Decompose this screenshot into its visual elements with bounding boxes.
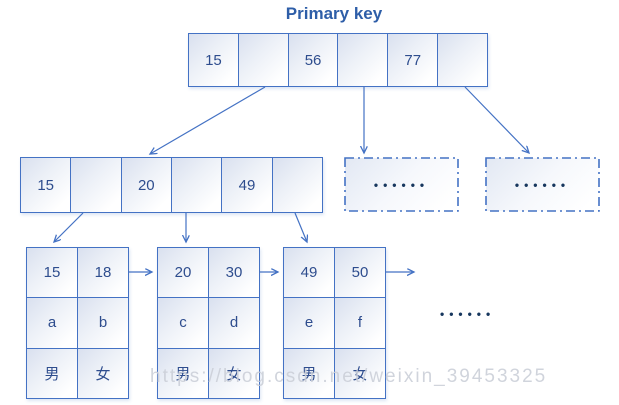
internal-cell-pointer xyxy=(170,157,222,212)
internal-cell: 15 xyxy=(20,157,71,212)
internal-cell-pointer xyxy=(70,157,121,212)
leaf-node-2: 20 30 c d 男 女 xyxy=(157,247,260,399)
diagram-title: Primary key xyxy=(285,4,383,23)
root-cell: 77 xyxy=(387,33,438,86)
leaf-value: 男 xyxy=(157,347,208,398)
leaf-node-1: 15 18 a b 男 女 xyxy=(26,247,129,399)
root-node: 15 56 77 xyxy=(188,33,488,87)
arrow-internal-to-leaf3 xyxy=(294,212,307,242)
leaf-key: 18 xyxy=(77,247,128,298)
leaf-value: 男 xyxy=(26,347,77,398)
leaf-key: 30 xyxy=(208,247,259,298)
overflow-node-left: •••••• xyxy=(345,158,458,211)
leaf-key: 15 xyxy=(26,247,77,298)
root-cell-pointer xyxy=(337,33,388,86)
root-cell: 56 xyxy=(287,33,338,86)
leaf-value: 女 xyxy=(334,347,385,398)
internal-cell: 49 xyxy=(221,157,272,212)
arrow-root-to-internal xyxy=(150,86,266,154)
leaf-value: c xyxy=(157,297,208,348)
leaf-value: 男 xyxy=(283,347,334,398)
internal-cell-pointer xyxy=(271,157,322,212)
arrow-root-to-overflow-right xyxy=(464,86,529,153)
internal-cell: 20 xyxy=(120,157,171,212)
leaf-value: 女 xyxy=(77,347,128,398)
leaf-value: f xyxy=(334,297,385,348)
leaf-key: 49 xyxy=(283,247,334,298)
ellipsis-dots: •••••• xyxy=(373,177,430,192)
ellipsis-dots: •••••• xyxy=(514,177,571,192)
leaf-value: 女 xyxy=(208,347,259,398)
root-cell: 15 xyxy=(188,33,238,86)
overflow-node-right: •••••• xyxy=(486,158,599,211)
root-cell-pointer xyxy=(237,33,288,86)
internal-node: 15 20 49 xyxy=(20,157,323,213)
leaf-key: 50 xyxy=(334,247,385,298)
arrow-internal-to-leaf1 xyxy=(54,212,84,242)
root-cell-pointer xyxy=(437,33,487,86)
leaf-value: d xyxy=(208,297,259,348)
leaf-key: 20 xyxy=(157,247,208,298)
leaf-value: a xyxy=(26,297,77,348)
leaf-value: e xyxy=(283,297,334,348)
leaf-value: b xyxy=(77,297,128,348)
leaf-chain-ellipsis: •••••• xyxy=(440,307,496,321)
leaf-node-3: 49 50 e f 男 女 xyxy=(283,247,386,399)
